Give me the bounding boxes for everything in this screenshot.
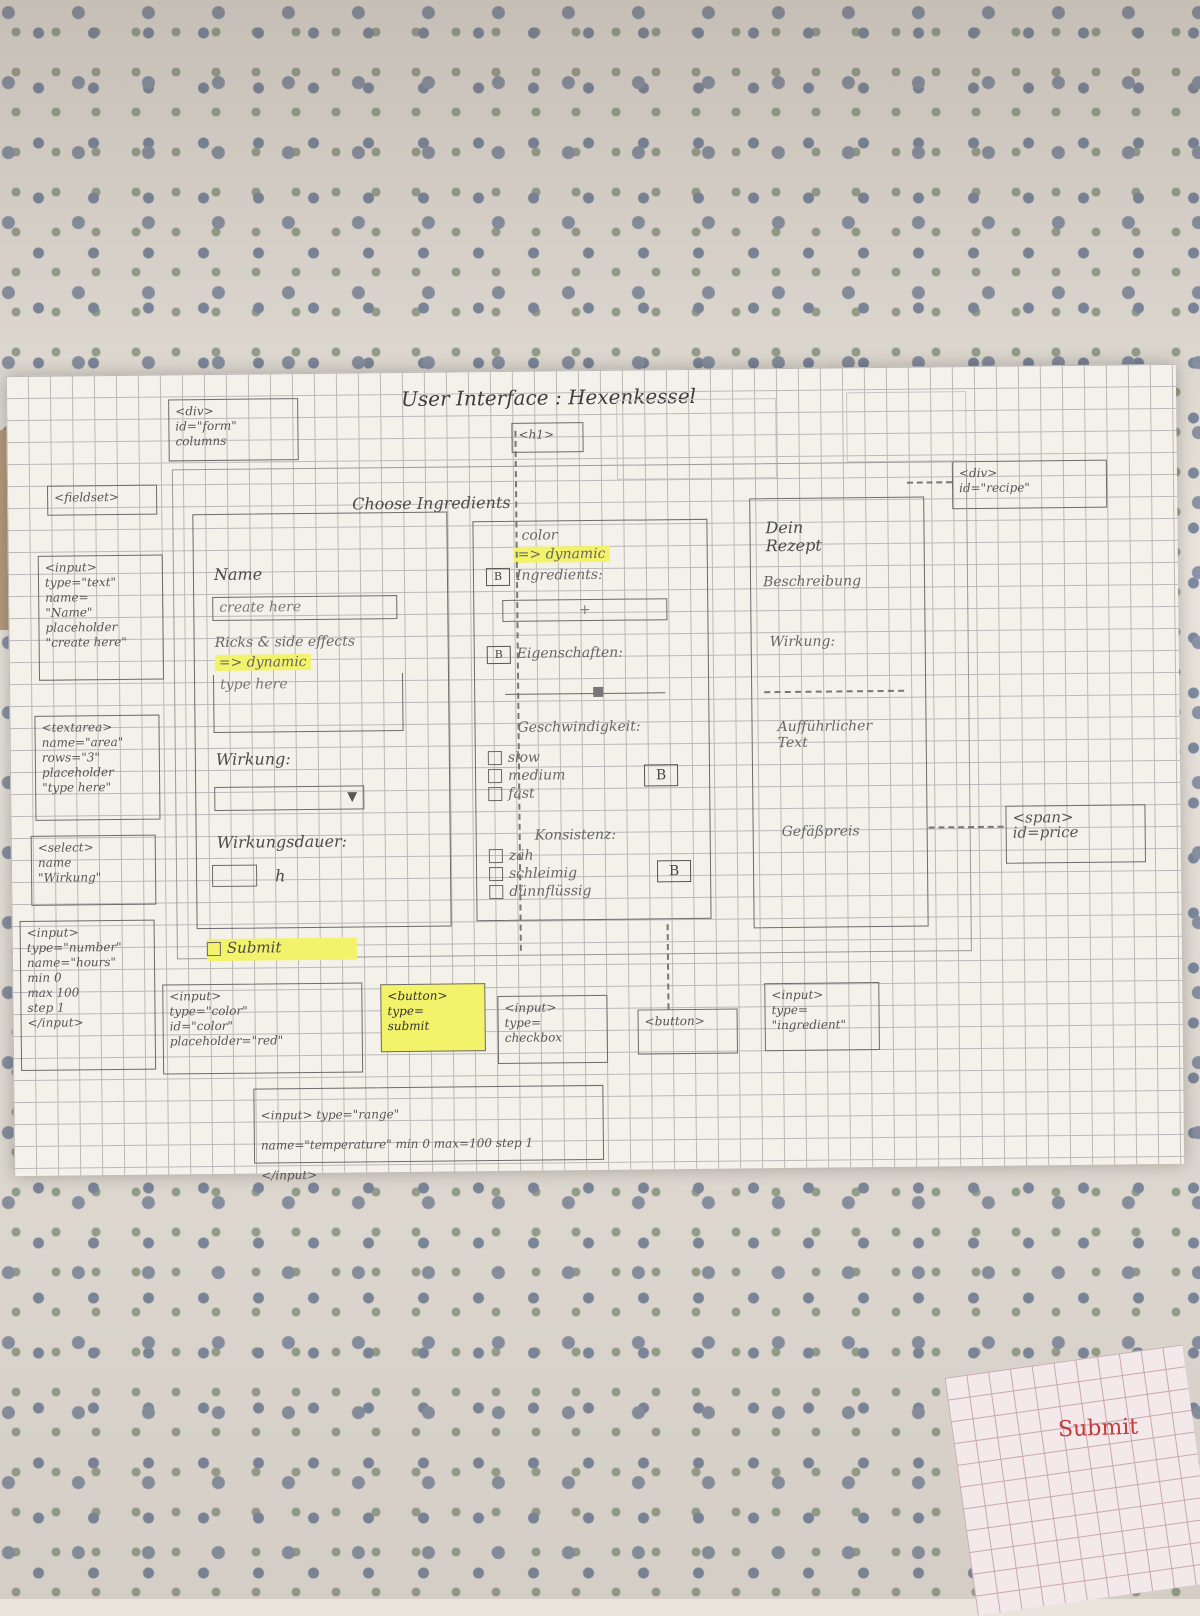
- checkbox[interactable]: [489, 866, 504, 882]
- ingredients-label: Ingredients:: [515, 566, 603, 584]
- name-label: Name: [213, 564, 263, 584]
- note-submit-button: <button> type= submit: [380, 983, 486, 1053]
- b-button-properties[interactable]: B: [486, 645, 511, 665]
- note-price-span: <span> id=price: [1005, 804, 1146, 864]
- consistency-option-1[interactable]: zäh: [488, 848, 534, 864]
- duration-number-input[interactable]: [211, 864, 258, 888]
- effects-label: Ricks & side effects: [214, 633, 356, 651]
- speed-option-fast[interactable]: fast: [488, 786, 535, 802]
- dynamic-note-1: => dynamic: [214, 653, 311, 671]
- connector-price: [928, 825, 1004, 829]
- ingredient-add-button[interactable]: +: [502, 598, 668, 622]
- name-input[interactable]: create here: [212, 595, 398, 621]
- dynamic-note-2: => dynamic: [513, 545, 610, 563]
- submit-button[interactable]: Submit: [206, 937, 357, 962]
- wirkung-select[interactable]: ▼: [214, 785, 365, 811]
- recipe-divider: [764, 689, 905, 694]
- note-button: <button>: [637, 1008, 738, 1055]
- consistency-option-2[interactable]: schleimig: [489, 865, 577, 882]
- note-h1: <h1>: [511, 422, 584, 453]
- checkbox[interactable]: [488, 848, 503, 864]
- red-writing: Submit: [1057, 1414, 1139, 1443]
- note-number-input: <input> type="number" name="hours" min 0…: [19, 919, 157, 1072]
- note-checkbox: <input> type= checkbox: [497, 994, 609, 1065]
- checkbox[interactable]: [487, 768, 503, 784]
- sketch-paper: User Interface : Hexenkessel <h1> <div> …: [5, 363, 1185, 1183]
- plus-icon: +: [578, 602, 591, 619]
- b-button-consistency[interactable]: B: [656, 860, 692, 883]
- second-paper-sheet: Submit: [944, 1344, 1200, 1616]
- submit-icon: [206, 941, 221, 957]
- checkbox[interactable]: [487, 750, 502, 766]
- b-button-ingredients[interactable]: B: [485, 567, 511, 587]
- checkbox[interactable]: [488, 786, 503, 802]
- left-form-panel: Name create here Ricks & side effects =>…: [192, 511, 452, 930]
- recipe-description: Beschreibung: [762, 573, 862, 591]
- recipe-title: Dein Rezept: [765, 517, 822, 556]
- checkbox[interactable]: [489, 884, 504, 900]
- choose-ingredients-heading: Choose Ingredients: [352, 492, 511, 514]
- note-textarea: <textarea> name="area" rows="3" placehol…: [34, 714, 161, 821]
- recipe-panel: Dein Rezept Beschreibung Wirkung: Auffüh…: [749, 496, 929, 929]
- note-select: <select> name "Wirkung": [30, 834, 157, 906]
- note-ingredient-input: <input> type= "ingredient": [764, 982, 880, 1052]
- recipe-price-label: Gefäßpreis: [781, 823, 860, 841]
- duration-label: Wirkungsdauer:: [216, 831, 348, 852]
- wirkung-label: Wirkung:: [215, 749, 291, 769]
- speed-label: Geschwindigkeit:: [517, 718, 641, 736]
- consistency-option-3[interactable]: dünnflüssig: [489, 883, 592, 900]
- note-range-input: <input> type="range" name="temperature" …: [253, 1084, 605, 1183]
- duration-unit: h: [274, 866, 286, 886]
- recipe-effect: Wirkung:: [769, 633, 836, 651]
- consistency-label: Konsistenz:: [534, 826, 617, 844]
- note-form-div: <div> id="form" columns: [168, 398, 299, 462]
- color-label: color: [521, 527, 558, 544]
- ingredients-panel: color => dynamic B Ingredients: + B Eige…: [472, 518, 712, 922]
- b-button-speed[interactable]: B: [643, 764, 679, 787]
- note-recipe-div: <div> id="recipe": [951, 459, 1108, 510]
- speed-option-medium[interactable]: medium: [487, 767, 565, 784]
- chevron-down-icon: ▼: [347, 789, 358, 805]
- note-text-input: <input> type="text" name= "Name" placeho…: [37, 554, 165, 681]
- note-faded-2: [846, 391, 967, 463]
- recipe-risk: Aufführlicher Text: [777, 718, 873, 752]
- note-color-input: <input> type="color" id="color" placehol…: [162, 982, 364, 1075]
- effects-textarea[interactable]: type here: [212, 673, 404, 733]
- speed-option-slow[interactable]: slow: [487, 750, 540, 767]
- range-slider[interactable]: [505, 692, 666, 695]
- properties-label: Eigenschaften:: [516, 644, 624, 662]
- note-fieldset: <fieldset>: [46, 484, 158, 516]
- range-thumb[interactable]: [593, 686, 604, 698]
